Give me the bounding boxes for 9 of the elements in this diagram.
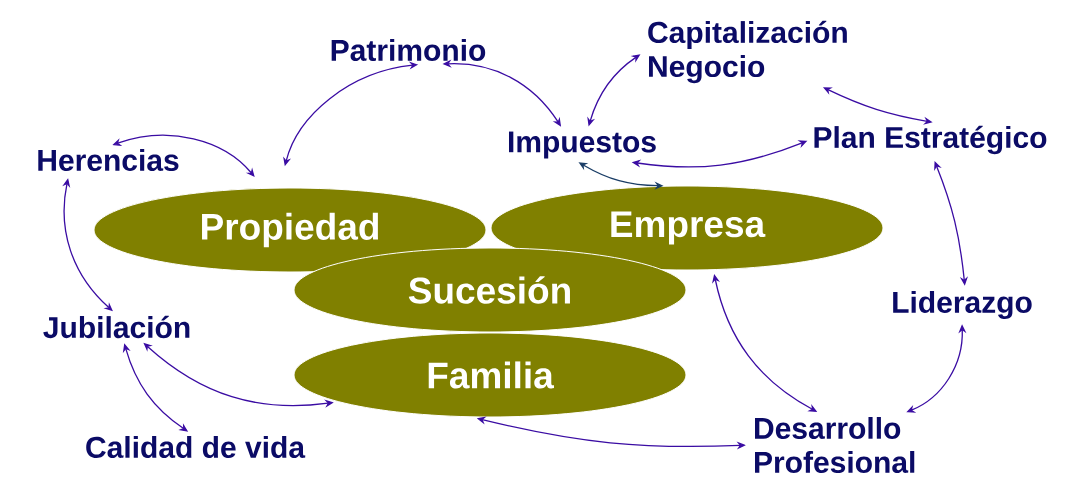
label-text: Calidad de vida [86, 436, 306, 458]
label-text: Patrimonio [331, 39, 486, 61]
label-text: Liderazgo [893, 290, 1032, 320]
label-text: Impuestos [509, 131, 656, 159]
label-text: Jubilación [43, 315, 190, 339]
label-text: Plan Estratégico [814, 125, 1047, 155]
label-text: Herencias [38, 149, 179, 171]
label-text: Capitalización Negocio [648, 20, 847, 84]
label-text: Desarrollo Profesional [755, 417, 915, 473]
